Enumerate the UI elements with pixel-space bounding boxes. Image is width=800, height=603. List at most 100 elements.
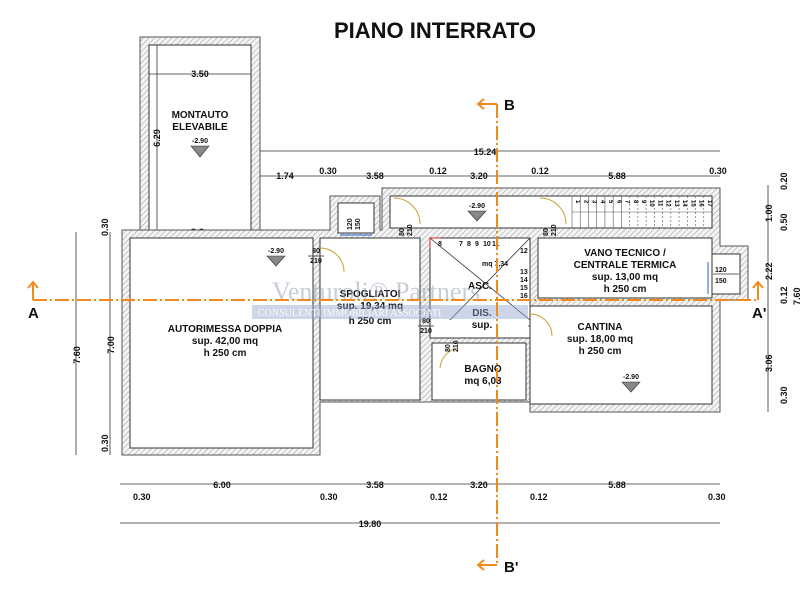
svg-text:6.00: 6.00 [213, 480, 231, 490]
svg-text:0.30: 0.30 [133, 492, 151, 502]
svg-text:0.12: 0.12 [530, 492, 548, 502]
section-b-label: B [504, 97, 515, 114]
spogliatoi-label: SPOGLIATOI [340, 289, 401, 300]
montauto-label-1: MONTAUTO [172, 110, 229, 121]
svg-text:3.20: 3.20 [470, 171, 488, 181]
svg-text:7.60: 7.60 [792, 287, 800, 305]
dim-left-outer: 7.60 [72, 346, 82, 364]
level-marker-icon [190, 145, 210, 158]
right-dimension-chain: 0.20 1.00 0.50 2.22 0.12 3.06 0.30 7.60 [764, 172, 800, 404]
svg-text:10: 10 [483, 241, 491, 248]
svg-text:210: 210 [420, 328, 432, 335]
vano-tecnico-label-1: VANO TECNICO / [584, 248, 666, 259]
stair-step-number: 11 [656, 200, 662, 207]
svg-text:3.58: 3.58 [366, 171, 384, 181]
svg-text:3.20: 3.20 [470, 480, 488, 490]
svg-text:80: 80 [543, 228, 550, 236]
level-marker-icon [621, 381, 641, 393]
stair-step-number: 16 [698, 200, 704, 207]
svg-text:0.30: 0.30 [779, 386, 789, 404]
autorimessa-room [129, 237, 314, 449]
svg-text:5.88: 5.88 [608, 480, 626, 490]
svg-text:210: 210 [310, 258, 322, 265]
cantina-label: CANTINA [578, 322, 623, 333]
watermark-text: Venturoli® Partners [272, 277, 480, 306]
svg-text:0.50: 0.50 [779, 213, 789, 231]
svg-text:0.30: 0.30 [708, 492, 726, 502]
svg-text:3.06: 3.06 [764, 354, 774, 372]
svg-text:11: 11 [492, 241, 500, 248]
watermark-band [252, 305, 528, 319]
stair-step-number: 4 [599, 200, 605, 204]
asc-label: ASC. [468, 281, 492, 292]
dim-montauto-width: 3.50 [191, 69, 209, 79]
vano-tecnico-label-2: CENTRALE TERMICA [574, 260, 677, 271]
section-a-end-label: A' [752, 305, 766, 322]
svg-text:14: 14 [520, 277, 528, 284]
svg-text:1.74: 1.74 [276, 171, 294, 181]
svg-text:0.12: 0.12 [429, 166, 447, 176]
vano-tecnico-height: h 250 cm [604, 284, 647, 295]
dim-top-total: 15.24 [474, 147, 497, 157]
autorimessa-area: sup. 42,00 mq [192, 336, 258, 347]
svg-text:7: 7 [459, 241, 463, 248]
svg-text:0.30: 0.30 [320, 492, 338, 502]
bagno-label: BAGNO [464, 364, 501, 375]
svg-text:80: 80 [445, 344, 452, 352]
vano-tecnico-room [537, 237, 713, 299]
svg-text:2.22: 2.22 [764, 262, 774, 280]
svg-text:150: 150 [715, 278, 727, 285]
svg-text:0.20: 0.20 [779, 172, 789, 190]
svg-text:80: 80 [312, 248, 320, 255]
section-a-arrow-icon [27, 280, 39, 300]
svg-text:12: 12 [520, 248, 528, 255]
stair-step-number: 7 [624, 200, 630, 204]
svg-text:15: 15 [520, 285, 528, 292]
dim-montauto-depth: 6.29 [152, 129, 162, 147]
autorimessa-height: h 250 cm [204, 348, 247, 359]
dim-left-inner: 7.00 [106, 336, 116, 354]
dis-area: sup. [472, 320, 493, 331]
bottom-dimension-chain: 6.00 3.58 3.20 5.88 0.30 0.30 0.12 0.12 … [133, 480, 726, 502]
section-b-arrow-icon [476, 98, 497, 110]
section-b-end-label: B' [504, 559, 518, 576]
svg-text:0.30: 0.30 [100, 434, 110, 452]
svg-text:150: 150 [355, 218, 362, 230]
stair-step-number: 15 [689, 200, 695, 207]
spogliatoi-height: h 250 cm [349, 316, 392, 327]
section-a-end-arrow-icon [752, 280, 764, 300]
svg-text:80: 80 [422, 318, 430, 325]
svg-text:120: 120 [347, 218, 354, 230]
window-niche [337, 202, 375, 234]
section-a-label: A [28, 305, 39, 322]
svg-text:0.12: 0.12 [430, 492, 448, 502]
dim-bottom-total: 19.80 [359, 519, 382, 529]
svg-text:0.30: 0.30 [709, 166, 727, 176]
svg-text:120: 120 [715, 267, 727, 274]
watermark-subtitle: CONSULENTI IMMOBILIARI ASSOCIATI [258, 308, 441, 319]
svg-text:80: 80 [399, 228, 406, 236]
svg-text:9: 9 [475, 241, 479, 248]
plan-title: PIANO INTERRATO [334, 18, 536, 43]
stair-step-number: 3 [591, 200, 597, 204]
svg-text:210: 210 [551, 224, 558, 236]
montauto-label-2: ELEVABILE [172, 122, 228, 133]
svg-text:210: 210 [407, 224, 414, 236]
vano-tecnico-area: sup. 13,00 mq [592, 272, 658, 283]
garage-level: -2.90 [268, 248, 284, 255]
svg-text:3.58: 3.58 [366, 480, 384, 490]
stair-step-number: 14 [681, 200, 687, 207]
bagno-area: mq 6,03 [464, 376, 502, 387]
level-marker-icon [266, 255, 286, 267]
stair-step-number: 10 [648, 200, 654, 207]
svg-text:5.88: 5.88 [608, 171, 626, 181]
svg-text:0.12: 0.12 [779, 286, 789, 304]
stair-step-number: 8 [632, 200, 638, 204]
spogliatoi-room [319, 237, 421, 401]
cantina-area: sup. 18,00 mq [567, 334, 633, 345]
section-b-end-arrow-icon [476, 559, 497, 571]
top-dimension-chain: 1.74 0.30 3.58 0.12 3.20 0.12 5.88 0.30 [276, 166, 727, 181]
svg-text:13: 13 [520, 269, 528, 276]
